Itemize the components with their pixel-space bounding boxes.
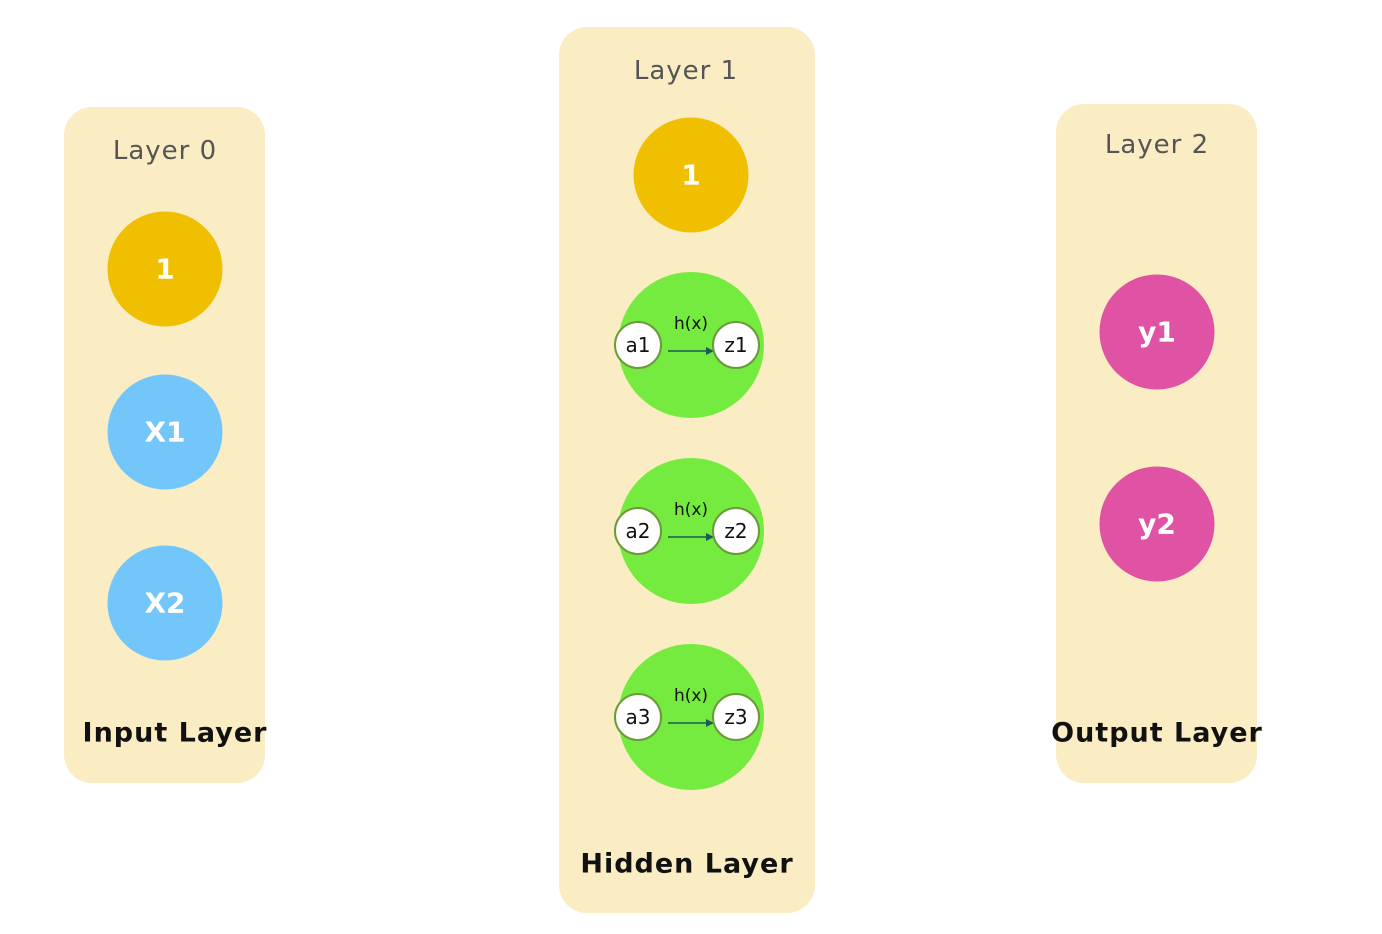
output-node-y1: y1 [1099, 274, 1215, 390]
layer-0-title: Layer 0 [112, 136, 218, 166]
bias-node-layer-1: 1 [633, 117, 749, 233]
hidden-layer-caption: Hidden Layer [580, 848, 794, 880]
unit-output: z2 [712, 507, 760, 555]
hidden-unit-3: a3 h(x) z3 [614, 644, 764, 790]
unit-input: a1 [614, 321, 662, 369]
layer-2-title: Layer 2 [1104, 130, 1210, 160]
input-node-x1: X1 [107, 374, 223, 490]
unit-output: z1 [712, 321, 760, 369]
layer-1-title: Layer 1 [633, 56, 739, 86]
arrow-icon [668, 347, 714, 355]
unit-input: a3 [614, 693, 662, 741]
unit-output: z3 [712, 693, 760, 741]
input-node-x2: X2 [107, 545, 223, 661]
bias-node-layer-0: 1 [107, 211, 223, 327]
arrow-icon [668, 533, 714, 541]
hidden-unit-2: a2 h(x) z2 [614, 458, 764, 604]
activation-label: h(x) [673, 314, 709, 334]
layer-2-panel [1056, 104, 1257, 783]
output-node-y2: y2 [1099, 466, 1215, 582]
input-layer-caption: Input Layer [82, 717, 268, 749]
output-layer-caption: Output Layer [1051, 717, 1263, 749]
activation-label: h(x) [673, 686, 709, 706]
unit-input: a2 [614, 507, 662, 555]
activation-label: h(x) [673, 500, 709, 520]
hidden-unit-1: a1 h(x) z1 [614, 272, 764, 418]
arrow-icon [668, 719, 714, 727]
